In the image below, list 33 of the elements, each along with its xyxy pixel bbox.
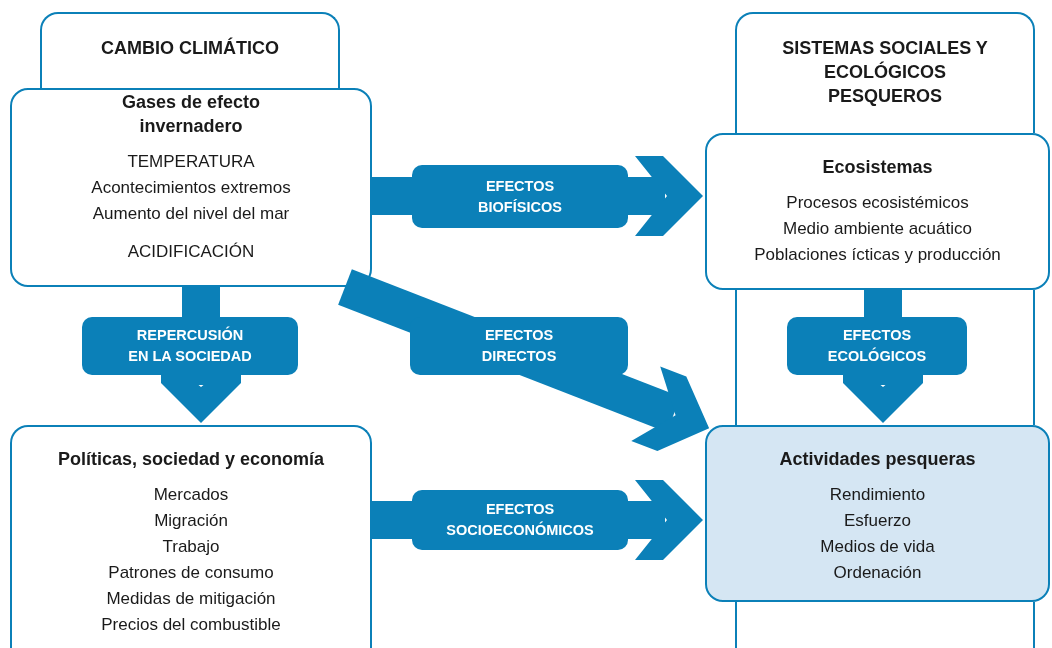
item-text: Ordenación [832, 562, 923, 584]
item-text: Medio ambiente acuático [782, 218, 973, 240]
item-text: Aumento del nivel del mar [91, 203, 291, 225]
box-heading: Actividades pesqueras [778, 448, 977, 471]
process-box [705, 133, 1050, 290]
item-text: Poblaciones ícticas y producción [753, 244, 1002, 266]
item-text: TEMPERATURA [126, 151, 256, 173]
item-text: Acontecimientos extremos [90, 177, 292, 199]
item-text: Esfuerzo [842, 510, 913, 532]
group-box [735, 12, 1035, 133]
group-box [40, 12, 340, 88]
edge-label: EFECTOS SOCIOECONÓMICOS [412, 490, 628, 550]
process-box [10, 425, 372, 648]
item-text: Migración [153, 510, 229, 532]
item-text: ACIDIFICACIÓN [126, 241, 256, 263]
item-text: Medios de vida [819, 536, 936, 558]
item-text: Patrones de consumo [107, 562, 275, 584]
item-text: Medidas de mitigación [105, 588, 277, 610]
box-heading: CAMBIO CLIMÁTICO [100, 36, 280, 60]
item-text: Procesos ecosistémicos [785, 192, 970, 214]
highlighted-box [705, 425, 1050, 602]
item-text: Mercados [152, 484, 230, 506]
edge-label: EFECTOS DIRECTOS [410, 317, 628, 375]
box-heading: Políticas, sociedad y economía [56, 448, 326, 471]
process-box [10, 88, 372, 287]
item-text: Trabajo [161, 536, 221, 558]
edge-label: REPERCUSIÓN EN LA SOCIEDAD [82, 317, 298, 375]
item-text: Precios del combustible [100, 614, 282, 636]
box-heading: Ecosistemas [821, 156, 934, 179]
edge-label: EFECTOS BIOFÍSICOS [412, 165, 628, 228]
box-heading: SISTEMAS SOCIALES Y ECOLÓGICOS PESQUEROS [781, 37, 989, 108]
item-text: Rendimiento [828, 484, 927, 506]
edge-label: EFECTOS ECOLÓGICOS [787, 317, 967, 375]
